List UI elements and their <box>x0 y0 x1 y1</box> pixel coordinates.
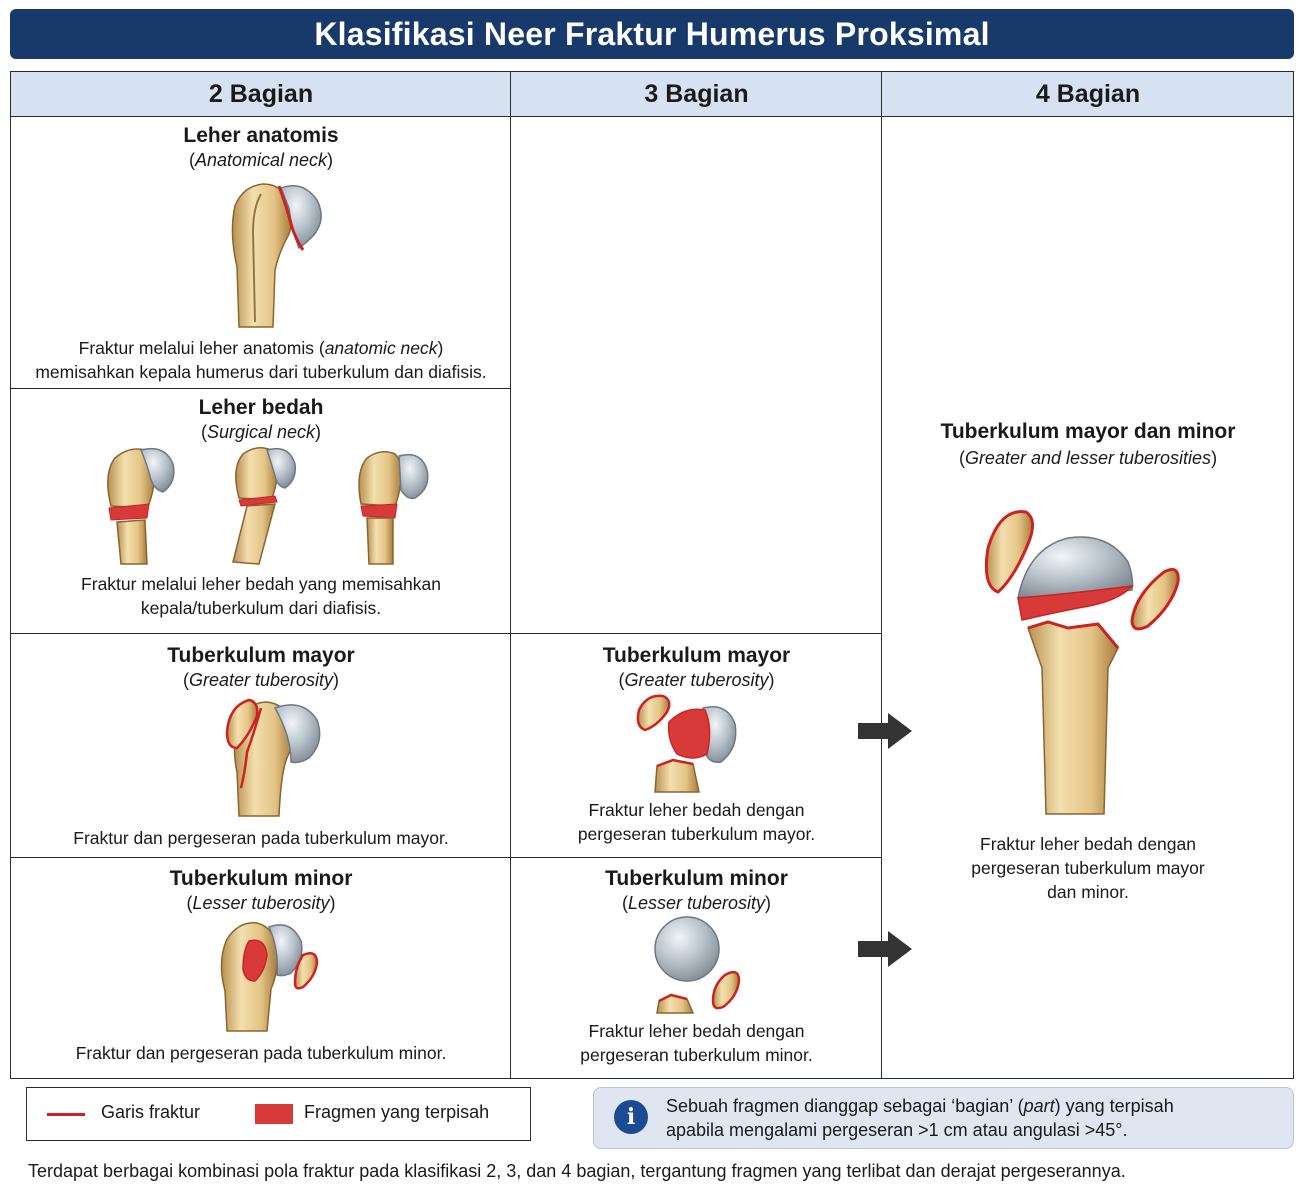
page-title: Klasifikasi Neer Fraktur Humerus Proksim… <box>314 15 990 52</box>
cell-description: Fraktur leher bedah dengan <box>588 1021 805 1041</box>
cell-2-part-lesser-tuberosity: Tuberkulum minor (Lesser tuberosity) Fra… <box>11 867 511 1065</box>
surgical-neck-fracture-illustrations <box>107 447 429 565</box>
row-divider-3 <box>11 857 882 858</box>
cell-description: Fraktur dan pergeseran pada tuberkulum m… <box>73 828 449 848</box>
cell-description: Fraktur leher bedah dengan <box>588 800 805 820</box>
cell-4-part-tuberosities: Tuberkulum mayor dan minor (Greater and … <box>882 420 1294 904</box>
cell-subtitle: (Greater tuberosity) <box>182 670 340 690</box>
arrow-right-icon <box>858 931 912 967</box>
cell-2-part-anatomical-neck: Leher anatomis (Anatomical neck) Fraktur… <box>11 124 511 384</box>
info-line-1: Sebuah fragmen dianggap sebagai ‘bagian’… <box>666 1096 1174 1116</box>
column-divider-1 <box>510 72 511 1078</box>
cell-description-line-3: dan minor. <box>1047 882 1129 902</box>
classification-table: 2 Bagian 3 Bagian 4 Bagian Leher anatomi… <box>10 71 1294 1079</box>
three-part-lesser-tuberosity-illustration <box>653 916 740 1014</box>
cell-description-line-2: pergeseran tuberkulum mayor. <box>577 824 816 844</box>
fracture-line-swatch <box>47 1113 85 1116</box>
table-header <box>11 72 1293 116</box>
surgical-neck-variant-2 <box>232 447 297 565</box>
anatomical-neck-fracture-illustration <box>231 183 322 328</box>
cell-title: Tuberkulum mayor <box>602 644 791 667</box>
footer-note: Terdapat berbagai kombinasi pola fraktur… <box>28 1161 1126 1181</box>
cell-subtitle: (Lesser tuberosity) <box>186 893 336 913</box>
cell-title: Tuberkulum minor <box>169 867 353 890</box>
cell-description-line-2: kepala/tuberkulum dari diafisis. <box>140 598 382 618</box>
row-divider-1 <box>11 388 511 389</box>
column-header-2-part: 2 Bagian <box>208 79 314 108</box>
cell-3-part-lesser-tuberosity: Tuberkulum minor (Lesser tuberosity) Fra… <box>511 867 882 1067</box>
info-note: i Sebuah fragmen dianggap sebagai ‘bagia… <box>593 1087 1294 1149</box>
row-divider-2 <box>11 633 882 634</box>
cell-subtitle: (Greater and lesser tuberosities) <box>958 448 1218 468</box>
cell-2-part-greater-tuberosity: Tuberkulum mayor (Greater tuberosity) Fr… <box>11 644 511 850</box>
cell-description: Fraktur dan pergeseran pada tuberkulum m… <box>75 1043 447 1063</box>
cell-title: Leher bedah <box>198 396 324 419</box>
three-part-greater-tuberosity-illustration <box>636 694 736 793</box>
cell-3-part-greater-tuberosity: Tuberkulum mayor (Greater tuberosity) Fr… <box>511 644 882 846</box>
column-header-3-part: 3 Bagian <box>644 79 749 108</box>
cell-title: Tuberkulum mayor dan minor <box>940 420 1236 443</box>
surgical-neck-variant-1 <box>107 447 175 565</box>
cell-subtitle: (Anatomical neck) <box>188 150 334 170</box>
column-header-4-part: 4 Bagian <box>1035 79 1141 108</box>
cell-description-line-2: pergeseran tuberkulum mayor <box>971 858 1205 878</box>
legend-label-fragment: Fragmen yang terpisah <box>304 1102 490 1122</box>
fragment-swatch <box>255 1104 293 1124</box>
cell-subtitle: (Lesser tuberosity) <box>621 893 772 913</box>
four-part-fracture-illustration <box>984 510 1180 815</box>
surgical-neck-variant-3 <box>358 451 429 565</box>
info-text: Sebuah fragmen dianggap sebagai ‘bagian’… <box>666 1094 1174 1142</box>
legend-label-fracture-line: Garis fraktur <box>101 1102 201 1122</box>
cell-description: Fraktur leher bedah dengan <box>980 834 1196 854</box>
cell-description: Fraktur melalui leher anatomis (anatomic… <box>78 338 444 358</box>
cell-title: Tuberkulum mayor <box>167 644 355 667</box>
cell-subtitle: (Greater tuberosity) <box>618 670 775 690</box>
cell-title: Tuberkulum minor <box>605 867 788 890</box>
cell-description-line-2: memisahkan kepala humerus dari tuberkulu… <box>35 362 487 382</box>
info-line-2: apabila mengalami pergeseran >1 cm atau … <box>666 1120 1128 1140</box>
title-banner: Klasifikasi Neer Fraktur Humerus Proksim… <box>10 9 1294 59</box>
info-icon: i <box>614 1100 648 1134</box>
cell-title: Leher anatomis <box>183 124 339 147</box>
arrow-right-icon <box>858 713 912 749</box>
cell-subtitle: (Surgical neck) <box>200 422 322 442</box>
cell-2-part-surgical-neck: Leher bedah (Surgical neck) Frak <box>11 396 511 620</box>
column-divider-2 <box>881 72 882 1078</box>
legend: Garis fraktur Fragmen yang terpisah <box>26 1087 531 1141</box>
greater-tuberosity-fracture-illustration <box>225 698 321 817</box>
cell-description: Fraktur melalui leher bedah yang memisah… <box>81 574 441 594</box>
lesser-tuberosity-fracture-illustration <box>220 922 319 1032</box>
cell-description-line-2: pergeseran tuberkulum minor. <box>580 1045 813 1065</box>
header-divider <box>11 116 1293 117</box>
